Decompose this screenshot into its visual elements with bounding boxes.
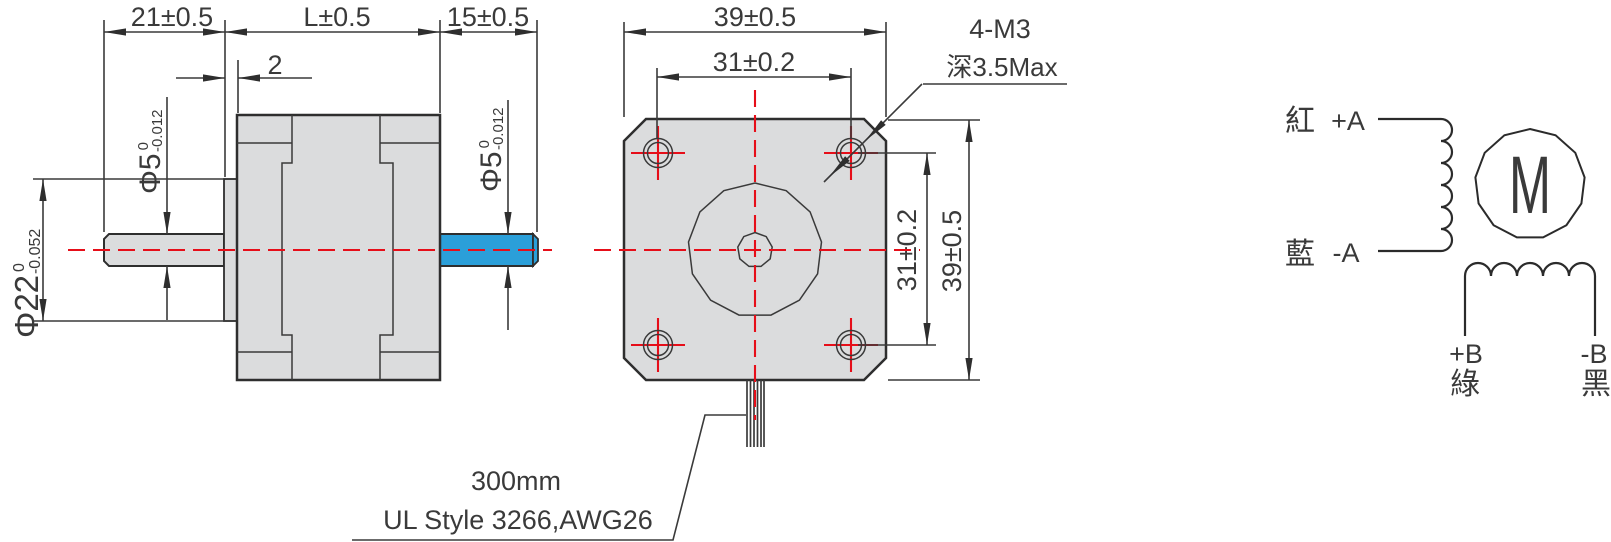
front-view: 39±0.5 31±0.2 31±0.2 39±0.5 4-M3 深3.5Max [352,2,1067,541]
dim-hub-thickness: 2 [267,50,282,80]
dim-hole-spacing-h: 31±0.2 [713,47,795,77]
phase-b-neg-terminal-label: -B [1581,339,1608,369]
dim-front-shaft-length: 15±0.5 [447,2,529,32]
dim-front-height: 39±0.5 [937,210,967,292]
m3-callout-line2: 深3.5Max [946,52,1057,82]
m3-callout-line1: 4-M3 [969,14,1031,44]
mounting-hole-bottom-left [631,318,685,372]
wiring-diagram: 紅 +A 藍 -A M +B 綠 -B 黑 [1285,105,1611,401]
phase-a-pos-terminal-label: +A [1331,106,1365,136]
phase-a-neg-color-label: 藍 [1285,238,1315,271]
phase-b-winding [1463,261,1597,336]
phase-b-pos-color-label: 綠 [1450,368,1480,401]
phase-b-neg-color-label: 黑 [1581,368,1611,401]
motor-symbol-letter: M [1509,140,1551,231]
m3-holes-callout: 4-M3 深3.5Max [823,14,1067,183]
dim-hub-diameter: Φ220-0.052 [8,229,45,338]
dim-front-shaft-diameter: Φ50-0.012 [475,107,508,192]
dim-body-length: L±0.5 [303,2,370,32]
side-top-dimensions [103,20,538,232]
dim-rear-shaft-length: 21±0.5 [131,2,213,32]
side-view: 21±0.5 L±0.5 15±0.5 2 Φ220-0.052 Φ50-0.0… [8,2,552,382]
wire-callout-line2: UL Style 3266,AWG26 [383,505,653,535]
motor-symbol-circle [1474,127,1586,239]
front-shaft-tip [532,231,539,269]
dim-rear-shaft-diameter: Φ50-0.012 [134,109,167,194]
hub-diameter-dimension [33,178,233,322]
wire-callout: 300mm UL Style 3266,AWG26 [352,414,746,541]
wire-bundle [746,380,765,447]
phase-a-neg-terminal-label: -A [1333,238,1360,268]
front-top-dimensions [623,22,887,138]
wire-callout-line1: 300mm [471,466,561,496]
dim-front-width: 39±0.5 [714,2,796,32]
phase-a-pos-color-label: 紅 [1285,105,1315,138]
front-right-dimensions [858,119,980,381]
motor-body-side [235,113,442,382]
phase-b-pos-terminal-label: +B [1449,339,1483,369]
mounting-hole-top-left [631,126,685,180]
phase-a-winding [1378,117,1454,253]
